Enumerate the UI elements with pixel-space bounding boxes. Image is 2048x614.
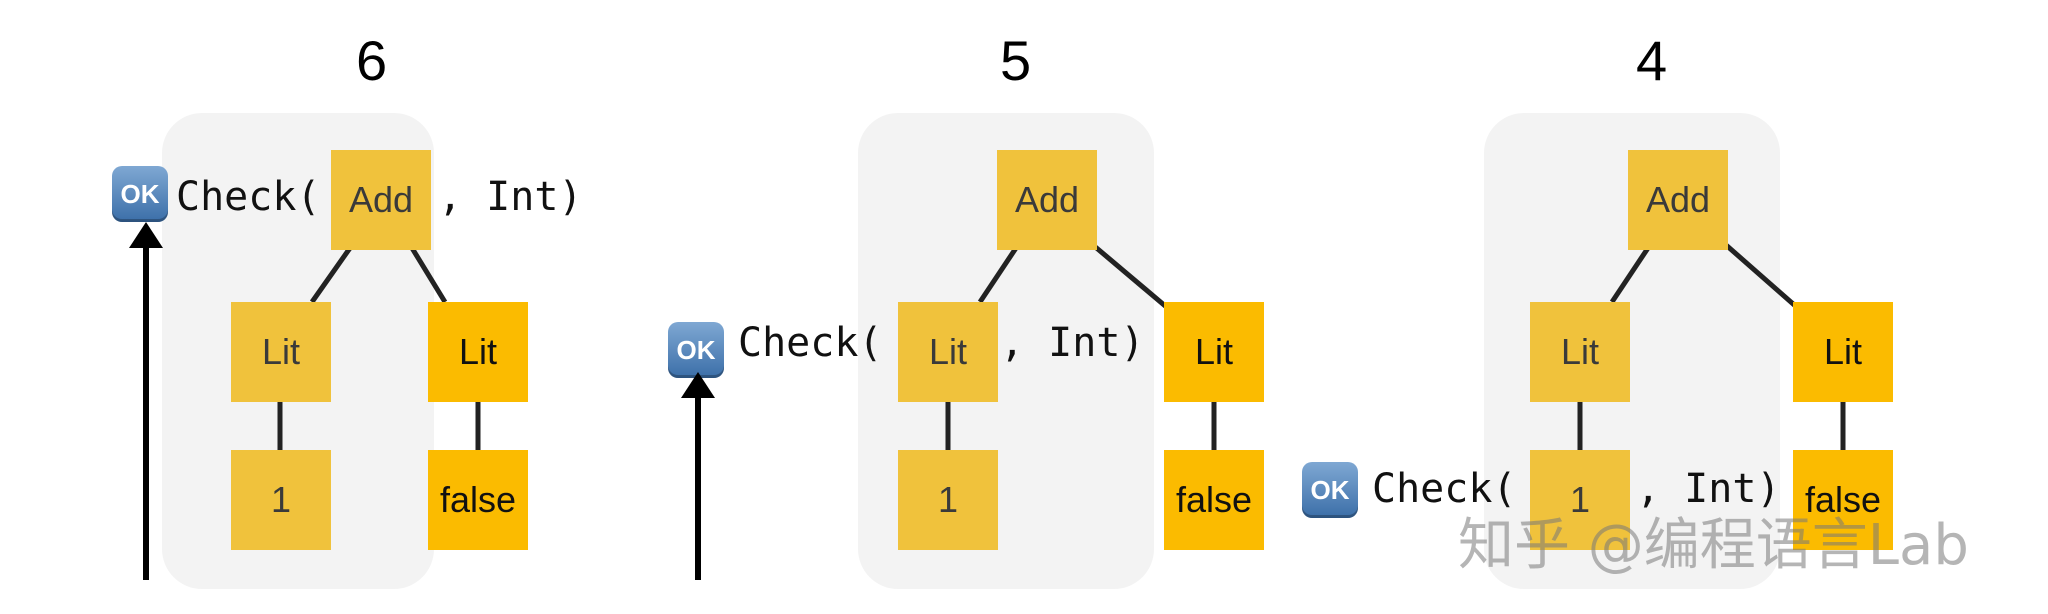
step-number: 6 — [356, 29, 388, 92]
tree-edges — [277, 246, 481, 450]
check-prefix: Check( — [1372, 466, 1517, 512]
panel-step-4: 4 Add Lit Lit 1 false OK Check( , Int) — [0, 0, 1893, 614]
node-lit-left: Lit — [1530, 302, 1630, 402]
check-suffix: , Int) — [1000, 320, 1145, 366]
check-prefix: Check( — [176, 174, 321, 220]
node-lit-right: Lit — [1164, 302, 1264, 402]
upward-arrow-icon — [681, 372, 715, 580]
upward-arrow-icon — [129, 222, 163, 580]
node-lit-left: Lit — [898, 302, 998, 402]
node-literal-false: false — [1793, 450, 1893, 550]
node-lit-left: Lit — [231, 302, 331, 402]
step-number: 4 — [1636, 29, 1668, 92]
node-lit-right: Lit — [428, 302, 528, 402]
check-suffix: , Int) — [1636, 466, 1781, 512]
watermark: 知乎 @编程语言Lab — [1458, 513, 1969, 578]
ok-icon: OK — [1302, 462, 1358, 518]
node-literal-false: false — [428, 450, 528, 550]
node-literal-false: false — [1164, 450, 1264, 550]
node-literal-1: 1 — [898, 450, 998, 550]
node-add: Add — [997, 150, 1097, 250]
node-literal-1: 1 — [1530, 450, 1630, 550]
node-literal-1: 1 — [231, 450, 331, 550]
node-add: Add — [1628, 150, 1728, 250]
step-number: 5 — [1000, 29, 1032, 92]
panel-step-5: 5 Add Lit Lit 1 false OK Check( , Int) — [0, 0, 1264, 614]
panel-step-6: 6 Add Lit Lit 1 false OK Check( , Int) — [0, 0, 682, 614]
ok-icon: OK — [112, 166, 168, 222]
check-prefix: Check( — [738, 320, 883, 366]
ok-icon: OK — [668, 322, 724, 378]
check-suffix: , Int) — [438, 174, 583, 220]
node-add: Add — [331, 150, 431, 250]
node-lit-right: Lit — [1793, 302, 1893, 402]
